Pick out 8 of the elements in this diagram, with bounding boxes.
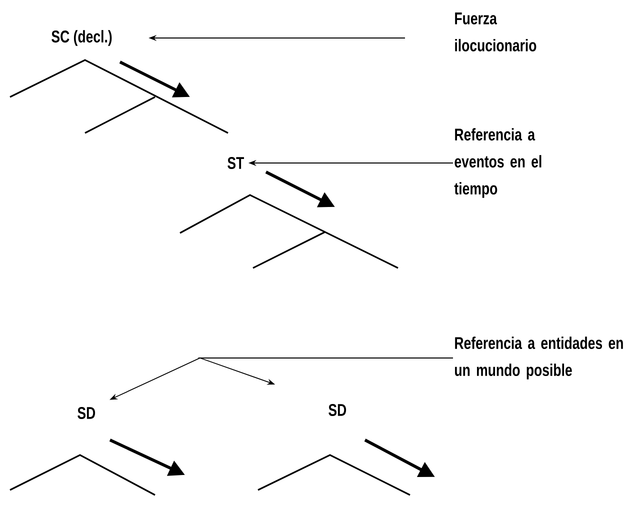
node-label: ST (228, 156, 244, 170)
label-text: Referencia a eventos en el tiempo (454, 128, 542, 198)
arrow (197, 358, 454, 385)
label-text: Referencia a entidades en un mundo posible (455, 336, 623, 380)
node-label: SD (328, 404, 346, 416)
label-text: Fuerza ilocucionario (455, 12, 536, 52)
node-label: SC (decl.) (52, 30, 112, 46)
node-label: SD (78, 406, 96, 420)
